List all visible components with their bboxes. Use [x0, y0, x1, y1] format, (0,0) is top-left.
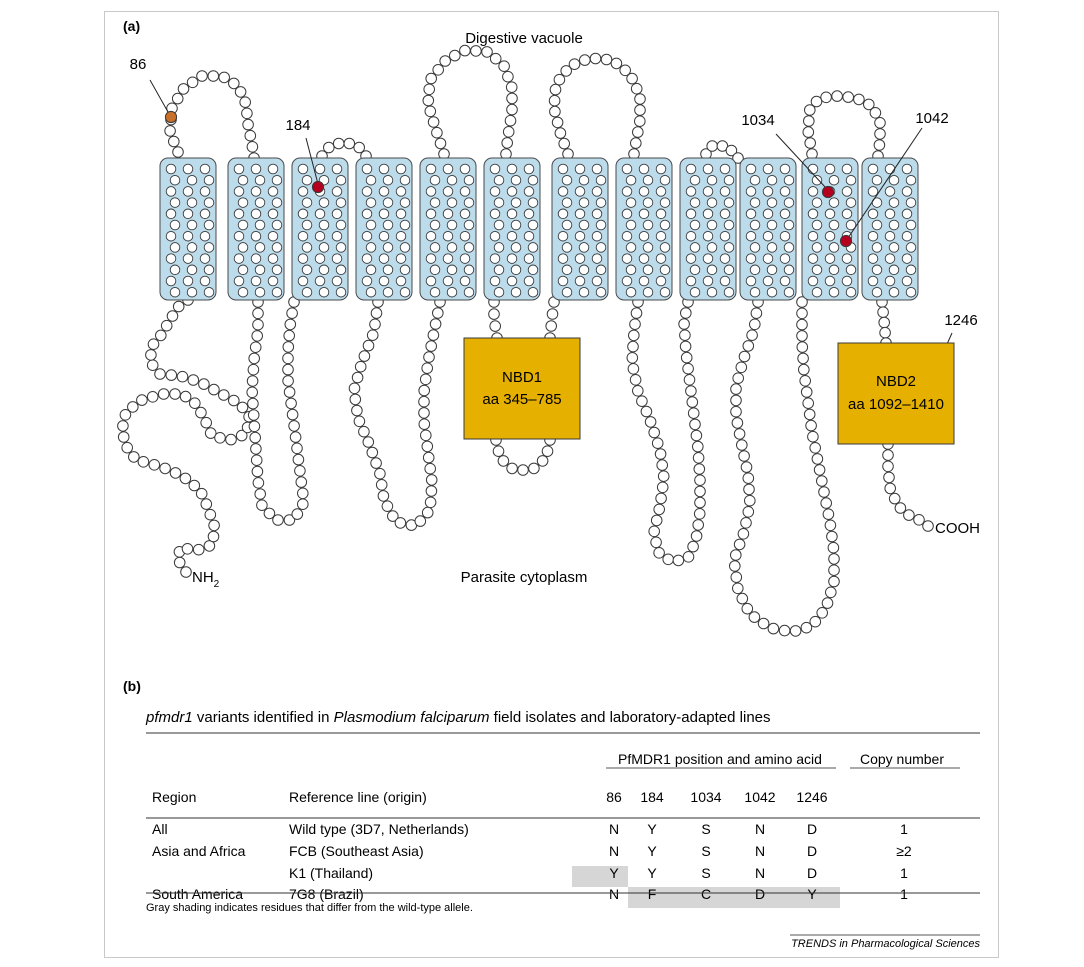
shaded-cell: [572, 866, 628, 887]
region-header: Region: [152, 789, 196, 805]
table-caption: pfmdr1 variants identified in Plasmodium…: [145, 709, 771, 726]
amino-acid-cell: N: [755, 821, 765, 837]
position-header-86: 86: [606, 789, 622, 805]
copy-number-cell: 1: [900, 886, 908, 902]
amino-acid-cell: D: [807, 821, 817, 837]
amino-acid-cell: Y: [647, 843, 657, 859]
group-header: PfMDR1 position and amino acid: [618, 751, 822, 767]
position-header-1034: 1034: [690, 789, 721, 805]
reference-cell: Wild type (3D7, Netherlands): [289, 821, 469, 837]
amino-acid-cell: C: [701, 886, 711, 902]
amino-acid-cell: F: [648, 886, 657, 902]
position-header-1042: 1042: [744, 789, 775, 805]
position-header-1246: 1246: [796, 789, 827, 805]
table-row: K1 (Thailand) Y Y S N D 1: [289, 865, 908, 887]
region-cell: All: [152, 821, 168, 837]
amino-acid-cell: N: [755, 843, 765, 859]
amino-acid-cell: D: [807, 865, 817, 881]
amino-acid-cell: Y: [807, 886, 817, 902]
region-cell: Asia and Africa: [152, 843, 246, 859]
position-headers: 86 184 1034 1042 1246: [606, 789, 828, 805]
copy-number-cell: 1: [900, 865, 908, 881]
panel-b-label: (b): [123, 678, 141, 694]
reference-header: Reference line (origin): [289, 789, 427, 805]
amino-acid-cell: N: [609, 843, 619, 859]
amino-acid-cell: D: [755, 886, 765, 902]
amino-acid-cell: Y: [609, 865, 619, 881]
amino-acid-cell: N: [755, 865, 765, 881]
source-label: TRENDS in Pharmacological Sciences: [791, 938, 980, 950]
table-row: All Wild type (3D7, Netherlands) N Y S N D 1: [152, 821, 908, 837]
table-row: Asia and Africa FCB (Southeast Asia) N Y S N D…: [152, 843, 912, 859]
amino-acid-cell: S: [701, 843, 710, 859]
table-footnote: Gray shading indicates residues that dif…: [146, 902, 473, 914]
amino-acid-cell: D: [807, 843, 817, 859]
copy-number-cell: ≥2: [896, 843, 912, 859]
amino-acid-cell: N: [609, 886, 619, 902]
amino-acid-cell: S: [701, 865, 710, 881]
reference-cell: K1 (Thailand): [289, 865, 373, 881]
region-cell: South America: [152, 886, 243, 902]
amino-acid-cell: Y: [647, 865, 657, 881]
reference-cell: 7G8 (Brazil): [289, 886, 364, 902]
amino-acid-cell: N: [609, 821, 619, 837]
amino-acid-cell: Y: [647, 821, 657, 837]
table-rows: AllWild type (3D7, Netherlands)NYSND1Asi…: [152, 821, 912, 908]
copy-number-header: Copy number: [860, 751, 944, 767]
position-header-184: 184: [640, 789, 664, 805]
copy-number-cell: 1: [900, 821, 908, 837]
amino-acid-cell: S: [701, 821, 710, 837]
reference-cell: FCB (Southeast Asia): [289, 843, 424, 859]
